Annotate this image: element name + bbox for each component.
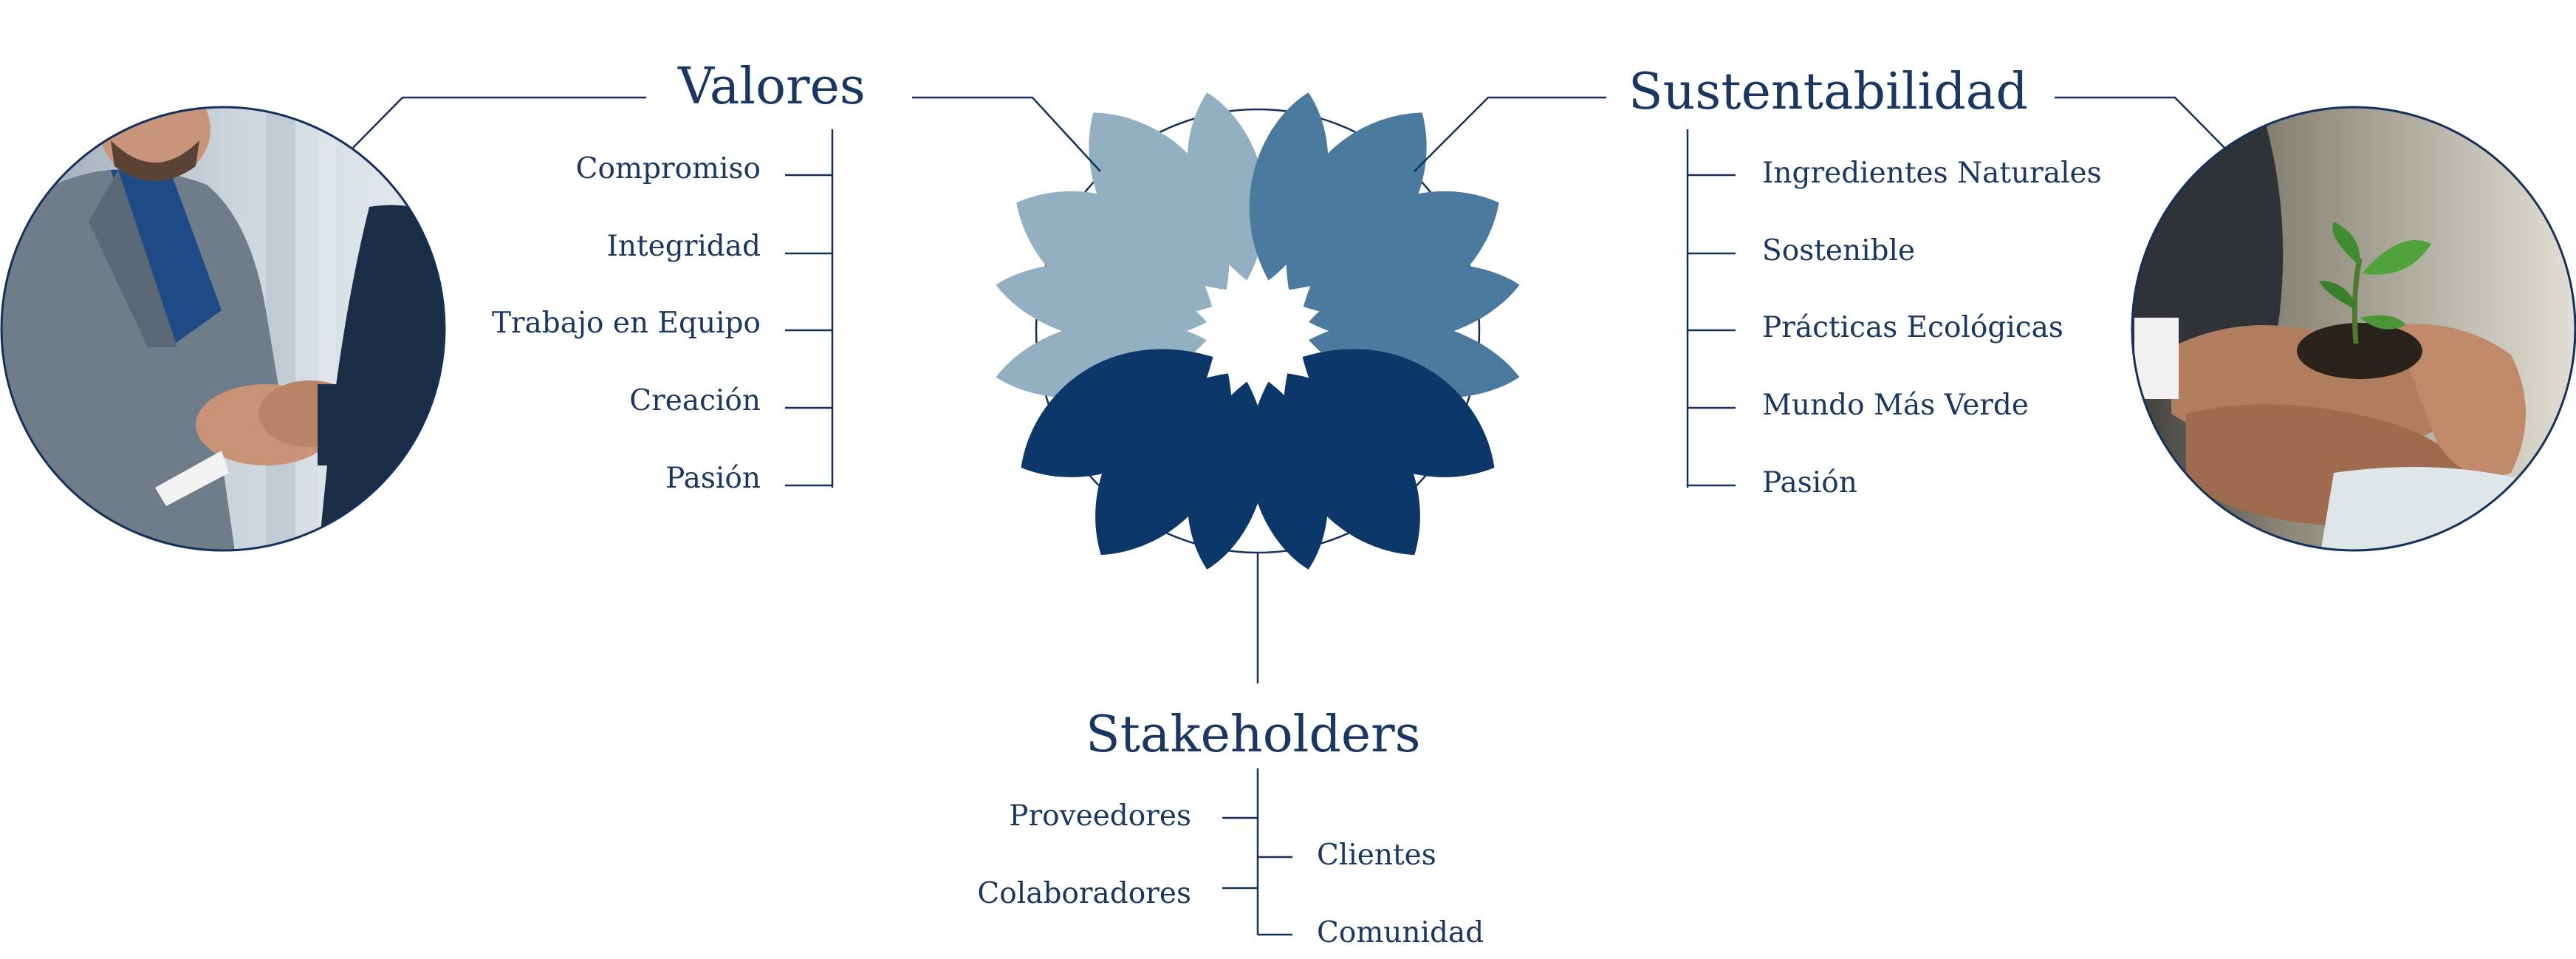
- valores-item-2: Integridad: [606, 230, 761, 263]
- sustentabilidad-item-1: Ingredientes Naturales: [1762, 157, 2102, 190]
- stakeholders-left-item-1: Proveedores: [1009, 799, 1191, 833]
- flower-petal: [1016, 191, 1213, 317]
- flower-petal: [1286, 112, 1427, 290]
- valores-item-4: Creación: [629, 384, 761, 417]
- flower-petal: [1284, 373, 1420, 556]
- sustentabilidad-title: Sustentabilidad: [1628, 63, 2028, 121]
- stakeholders-left-item-2: Colaboradores: [977, 877, 1191, 910]
- leaf-flower-icon: [996, 92, 1520, 570]
- valores-item-5: Pasión: [665, 462, 761, 495]
- valores-item-1: Compromiso: [575, 152, 761, 185]
- flower-petal: [1302, 349, 1495, 477]
- flower-petal: [1249, 381, 1329, 570]
- valores-item-3: Trabajo en Equipo: [491, 307, 761, 340]
- stakeholders-right-item-2: Comunidad: [1317, 916, 1484, 949]
- sustentabilidad-item-4: Mundo Más Verde: [1762, 389, 2029, 422]
- stakeholders-title: Stakeholders: [1086, 706, 1421, 764]
- flower-petal: [1095, 373, 1232, 556]
- seedling-in-hands-photo: [2131, 106, 2576, 552]
- flower-petal: [1021, 349, 1213, 477]
- flower-petal: [1303, 191, 1499, 317]
- sustentabilidad-item-3: Prácticas Ecológicas: [1762, 311, 2063, 344]
- stakeholders-right-item-1: Clientes: [1317, 839, 1436, 872]
- sustentabilidad-item-5: Pasión: [1762, 466, 1857, 499]
- connector-lines: [352, 96, 2225, 936]
- sustentabilidad-item-2: Sostenible: [1762, 234, 1916, 267]
- flower-petal: [1089, 112, 1230, 290]
- flower-petal: [1187, 381, 1267, 570]
- valores-title: Valores: [678, 58, 866, 116]
- handshake-photo: [0, 106, 446, 552]
